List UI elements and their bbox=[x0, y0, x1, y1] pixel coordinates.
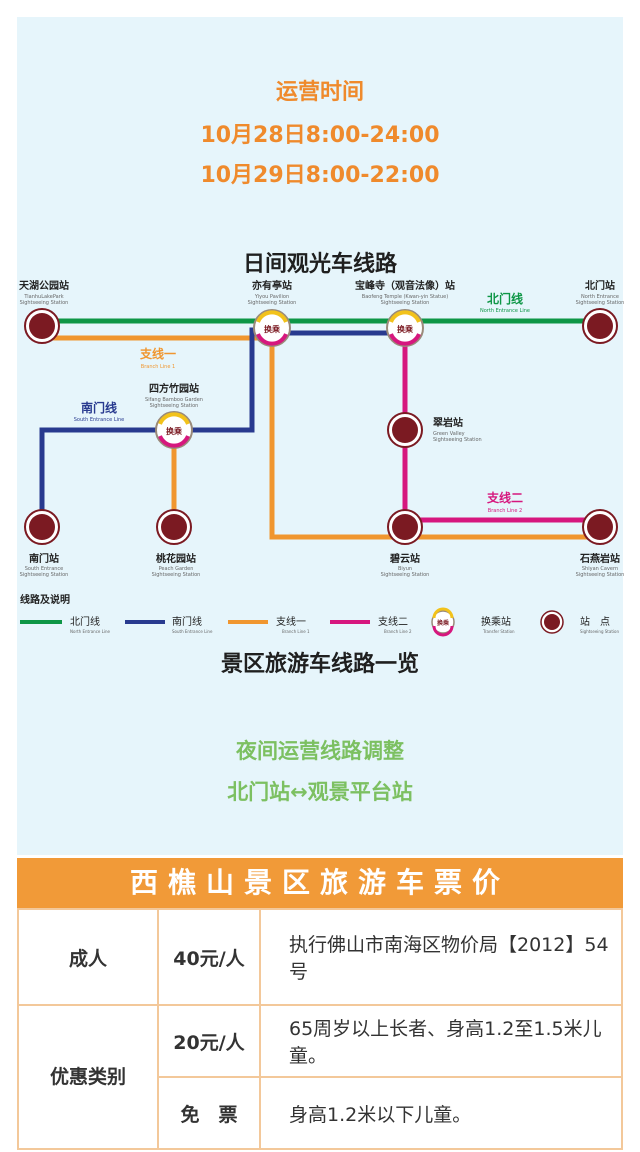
branch-line-1 bbox=[42, 335, 600, 540]
station-label: 碧云站 bbox=[389, 552, 420, 565]
station-label-en: Sightseeing Station bbox=[152, 572, 201, 578]
svg-text:支线一: 支线一 bbox=[276, 615, 306, 628]
station-label-en: Sightseeing Station bbox=[576, 572, 625, 578]
category-cell: 优惠类别 bbox=[17, 1004, 159, 1150]
station-label-en: Sightseeing Station bbox=[150, 403, 199, 409]
station-label-en: Sifang Bamboo Garden bbox=[145, 397, 203, 403]
amount-cell: 40元/人 bbox=[157, 908, 261, 1006]
station-label: 宝峰寺（观音法像）站 bbox=[355, 279, 455, 292]
amount-cell: 20元/人 bbox=[157, 1004, 261, 1078]
station-label-en: Sightseeing Station bbox=[20, 300, 69, 306]
line-label-north-en: North Entrance Line bbox=[480, 308, 530, 314]
station-label: 亦有亭站 bbox=[252, 279, 292, 292]
overview-title: 景区旅游车线路一览 bbox=[220, 652, 419, 677]
station-dot bbox=[24, 509, 60, 545]
line-label-branch1: 支线一 bbox=[139, 346, 176, 361]
line-label-branch1-en: Branch Line 1 bbox=[141, 364, 175, 370]
transfer-station-icon: 换乘 bbox=[155, 411, 193, 449]
category-cell: 成人 bbox=[17, 908, 159, 1006]
station-dot bbox=[156, 509, 192, 545]
legend-item-branch1: 支线一 Branch Line 1 bbox=[228, 615, 310, 634]
route-map: 换乘 换乘 换乘 天湖公园站 TianhuLakePark Sightseein… bbox=[19, 279, 625, 637]
station-label-en: North Entrance bbox=[581, 294, 619, 300]
station-label-en: Green Valley bbox=[433, 431, 465, 437]
hours-line-2: 10月29日8:00-22:00 bbox=[200, 163, 440, 188]
station-label-en: Biyun bbox=[398, 566, 412, 572]
svg-text:换乘: 换乘 bbox=[166, 426, 182, 436]
station-label-en: Peach Garden bbox=[159, 566, 194, 572]
svg-text:换乘: 换乘 bbox=[264, 324, 280, 334]
table-row: 成人 40元/人 执行佛山市南海区物价局【2012】54号 bbox=[17, 908, 623, 1006]
svg-text:North Entrance Line: North Entrance Line bbox=[70, 629, 111, 634]
description-cell: 身高1.2米以下儿童。 bbox=[259, 1076, 623, 1150]
hours-line-1: 10月28日8:00-24:00 bbox=[200, 123, 440, 148]
legend-item-transfer: 换乘 换乘站 Transfer Station bbox=[431, 607, 515, 637]
station-label-en: Sightseeing Station bbox=[381, 572, 430, 578]
station-label: 北门站 bbox=[585, 279, 615, 292]
night-route: 北门站↔观景平台站 bbox=[227, 780, 413, 804]
svg-text:Transfer Station: Transfer Station bbox=[482, 629, 515, 634]
station-label-en: Baofeng Temple (Kwan-yin Statue) bbox=[362, 294, 448, 300]
legend-item-branch2: 支线二 Branch Line 2 bbox=[330, 615, 412, 634]
description-cell: 执行佛山市南海区物价局【2012】54号 bbox=[259, 908, 623, 1006]
legend-title: 线路及说明 bbox=[20, 593, 70, 606]
station-label-en: Sightseeing Station bbox=[20, 572, 69, 578]
svg-text:支线二: 支线二 bbox=[378, 615, 408, 628]
station-label: 南门站 bbox=[29, 552, 59, 565]
hours-title: 运营时间 bbox=[275, 80, 364, 105]
svg-text:南门线: 南门线 bbox=[172, 615, 202, 628]
station-label-en: Sightseeing Station bbox=[576, 300, 625, 306]
station-dot bbox=[387, 509, 423, 545]
price-table: 成人 40元/人 执行佛山市南海区物价局【2012】54号 优惠类别 20元/人… bbox=[17, 908, 623, 1150]
line-label-branch2: 支线二 bbox=[486, 490, 523, 505]
legend-item-south: 南门线 South Entrance Line bbox=[125, 615, 213, 634]
description-cell: 65周岁以上长者、身高1.2至1.5米儿童。 bbox=[259, 1004, 623, 1078]
line-label-south-en: South Entrance Line bbox=[74, 417, 125, 423]
svg-text:换乘站: 换乘站 bbox=[481, 615, 511, 628]
svg-text:换乘: 换乘 bbox=[437, 619, 449, 627]
table-row: 免 票 身高1.2米以下儿童。 bbox=[18, 1076, 623, 1150]
station-label-en: Sightseeing Station bbox=[433, 437, 482, 443]
price-table-title: 西樵山景区旅游车票价 bbox=[17, 858, 623, 908]
svg-text:站 点: 站 点 bbox=[580, 615, 610, 628]
line-label-branch2-en: Branch Line 2 bbox=[488, 508, 522, 514]
station-label: 四方竹园站 bbox=[149, 382, 199, 395]
legend-item-north: 北门线 North Entrance Line bbox=[20, 615, 111, 634]
station-dot bbox=[387, 412, 423, 448]
station-label-en: Yiyou Pavilion bbox=[254, 294, 289, 300]
amount-cell: 免 票 bbox=[157, 1076, 261, 1150]
svg-text:Branch Line 1: Branch Line 1 bbox=[282, 629, 310, 634]
south-line bbox=[39, 327, 405, 527]
svg-text:South Entrance Line: South Entrance Line bbox=[172, 629, 213, 634]
station-label: 天湖公园站 bbox=[19, 279, 69, 292]
station-dot bbox=[582, 308, 618, 344]
svg-text:Branch Line 2: Branch Line 2 bbox=[384, 629, 412, 634]
station-label-en: Sightseeing Station bbox=[381, 300, 430, 306]
legend-item-station: 站 点 Sightseeing Station bbox=[540, 610, 619, 634]
station-label-en: Sightseeing Station bbox=[248, 300, 297, 306]
station-label: 桃花园站 bbox=[156, 552, 196, 565]
station-label: 石燕岩站 bbox=[579, 552, 620, 565]
line-label-north: 北门线 bbox=[487, 291, 523, 306]
info-panel bbox=[17, 17, 623, 855]
table-row: 优惠类别 20元/人 65周岁以上长者、身高1.2至1.5米儿童。 bbox=[17, 1004, 623, 1150]
station-label-en: South Entrance bbox=[25, 566, 64, 572]
line-label-south: 南门线 bbox=[81, 400, 117, 415]
map-title: 日间观光车线路 bbox=[242, 252, 397, 277]
station-label-en: TianhuLakePark bbox=[23, 294, 63, 300]
night-title: 夜间运营线路调整 bbox=[236, 739, 404, 763]
station-label: 翠岩站 bbox=[433, 416, 463, 429]
station-label-en: Shiyan Cavern bbox=[582, 566, 618, 572]
svg-text:Sightseeing Station: Sightseeing Station bbox=[580, 629, 619, 634]
station-dot bbox=[24, 308, 60, 344]
transfer-station-icon: 换乘 bbox=[386, 309, 424, 347]
svg-text:北门线: 北门线 bbox=[70, 615, 100, 628]
station-dot bbox=[582, 509, 618, 545]
transfer-station-icon: 换乘 bbox=[253, 309, 291, 347]
svg-text:换乘: 换乘 bbox=[397, 324, 413, 334]
